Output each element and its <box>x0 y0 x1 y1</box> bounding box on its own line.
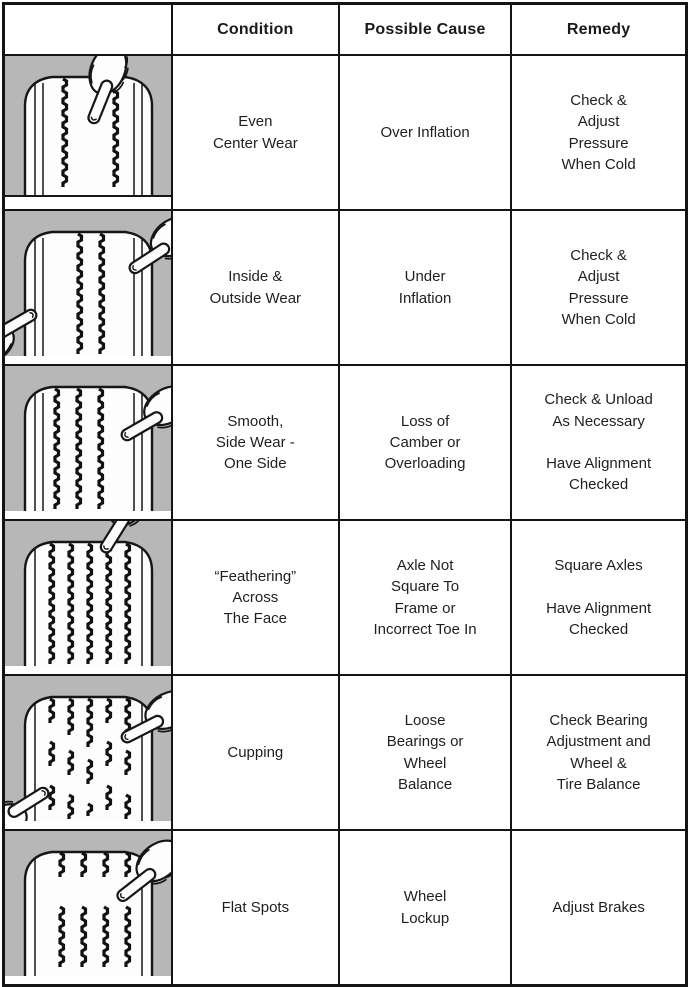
remedy-cell: Check & Adjust Pressure When Cold <box>510 209 688 366</box>
tire-inside-outside-wear-icon <box>2 209 173 366</box>
condition-cell: Flat Spots <box>170 829 340 987</box>
possible-cause-cell: Wheel Lockup <box>337 829 513 987</box>
table-row: Cupping Loose Bearings or Wheel Balance … <box>2 674 688 831</box>
header-row: Condition Possible Cause Remedy <box>2 2 688 56</box>
remedy-cell: Check Bearing Adjustment and Wheel & Tir… <box>510 674 688 831</box>
condition-cell: “Feathering” Across The Face <box>170 519 340 676</box>
table-row: Even Center Wear Over Inflation Check & … <box>2 54 688 211</box>
tire-smooth-one-side-icon <box>2 364 173 521</box>
condition-cell: Smooth, Side Wear - One Side <box>170 364 340 521</box>
condition-cell: Even Center Wear <box>170 54 340 211</box>
tire-flat-spots-icon <box>2 829 173 987</box>
illustration-column-header <box>2 2 173 56</box>
remedy-cell: Check & Adjust Pressure When Cold <box>510 54 688 211</box>
possible-cause-cell: Loose Bearings or Wheel Balance <box>337 674 513 831</box>
condition-cell: Inside & Outside Wear <box>170 209 340 366</box>
possible-cause-column-header: Possible Cause <box>337 2 513 56</box>
possible-cause-cell: Over Inflation <box>337 54 513 211</box>
tire-even-center-wear-icon <box>2 54 173 211</box>
table-row: Inside & Outside Wear Under Inflation Ch… <box>2 209 688 366</box>
condition-cell: Cupping <box>170 674 340 831</box>
tire-feathering-icon <box>2 519 173 676</box>
remedy-cell: Check & Unload As Necessary Have Alignme… <box>510 364 688 521</box>
condition-column-header: Condition <box>170 2 340 56</box>
table-row: Flat Spots Wheel Lockup Adjust Brakes <box>2 829 688 987</box>
remedy-cell: Adjust Brakes <box>510 829 688 987</box>
remedy-column-header: Remedy <box>510 2 688 56</box>
possible-cause-cell: Axle Not Square To Frame or Incorrect To… <box>337 519 513 676</box>
table-row: “Feathering” Across The Face Axle Not Sq… <box>2 519 688 676</box>
remedy-cell: Square Axles Have Alignment Checked <box>510 519 688 676</box>
table-row: Smooth, Side Wear - One Side Loss of Cam… <box>2 364 688 521</box>
possible-cause-cell: Loss of Camber or Overloading <box>337 364 513 521</box>
tire-cupping-icon <box>2 674 173 831</box>
possible-cause-cell: Under Inflation <box>337 209 513 366</box>
